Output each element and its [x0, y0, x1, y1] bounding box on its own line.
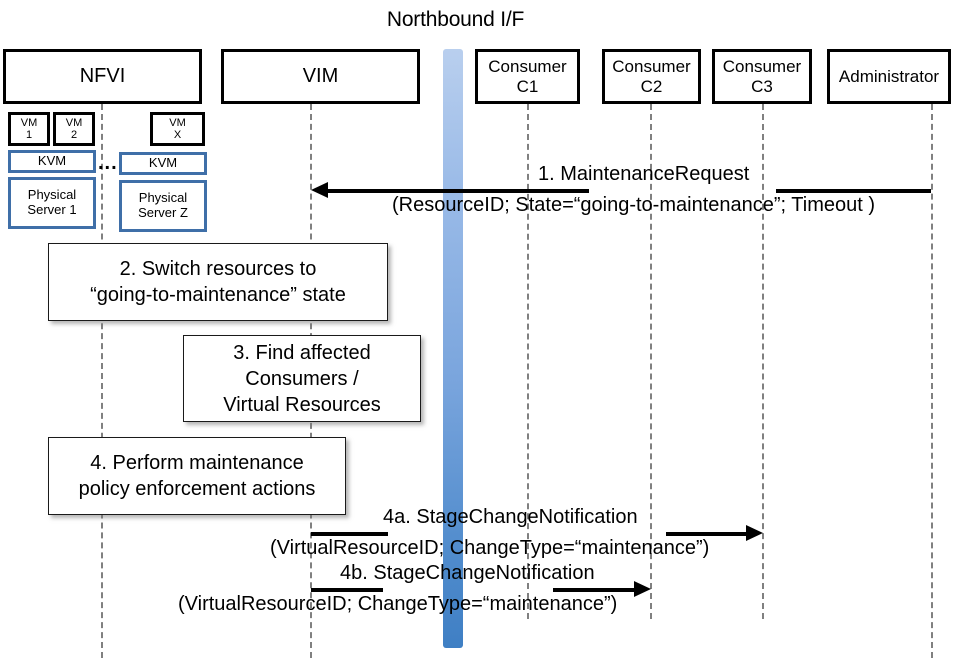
step-box-4[interactable]: 4. Perform maintenance policy enforcemen… [48, 437, 346, 515]
vm-box-2-label: VM 2 [65, 116, 83, 141]
msg1-label-text: 1. MaintenanceRequest [538, 163, 750, 185]
actor-box-nfvi[interactable]: NFVI [3, 49, 202, 104]
vm-box-2[interactable]: VM 2 [53, 112, 95, 146]
vm-box-x[interactable]: VM X [150, 112, 205, 146]
step-box-2[interactable]: 2. Switch resources to “going-to-mainten… [48, 243, 388, 321]
physical-server-box-1-label: Physical Server 1 [27, 187, 77, 217]
msg1-arrow-line-right-segment [776, 189, 931, 193]
msg1-label: 1. MaintenanceRequest [538, 163, 749, 185]
nfvi-ellipsis: ... [98, 153, 118, 173]
msg4a-arrowhead-icon [746, 525, 763, 541]
physical-server-box-z-label: Physical Server Z [138, 190, 188, 220]
page-title: Northbound I/F [0, 8, 965, 32]
lifeline-c1 [527, 104, 529, 619]
lifeline-admin [931, 104, 933, 658]
actor-label-vim: VIM [302, 65, 339, 88]
actor-box-administrator[interactable]: Administrator [827, 49, 951, 104]
msg1-arrow-line-left-segment [327, 189, 589, 193]
hypervisor-box-kvm-2[interactable]: KVM [119, 152, 207, 175]
msg4b-label: 4b. StageChangeNotification [340, 562, 595, 584]
actor-label-consumer-c3: Consumer C3 [722, 57, 802, 96]
step-box-3-label: 3. Find affected Consumers / Virtual Res… [223, 341, 381, 416]
msg4b-params: (VirtualResourceID; ChangeType=“maintena… [178, 593, 617, 615]
physical-server-box-1[interactable]: Physical Server 1 [8, 177, 96, 229]
vm-box-1-label: VM 1 [20, 116, 38, 141]
msg4a-label-text: 4a. StageChangeNotification [383, 506, 638, 528]
msg4a-arrow-line-left-segment [311, 532, 388, 536]
lifeline-c3 [762, 104, 764, 619]
hypervisor-box-kvm-2-label: KVM [148, 155, 178, 171]
msg4a-arrow-line-right-segment [666, 532, 747, 536]
msg1-arrowhead-icon [311, 182, 328, 198]
hypervisor-box-kvm-1[interactable]: KVM [8, 150, 96, 173]
step-box-2-label: 2. Switch resources to “going-to-mainten… [90, 258, 346, 306]
vm-box-1[interactable]: VM 1 [8, 112, 50, 146]
actor-label-nfvi: NFVI [79, 65, 126, 88]
lifeline-c2 [650, 104, 652, 619]
nfvi-ellipsis-text: ... [98, 152, 118, 174]
msg4b-arrowhead-icon [634, 581, 651, 597]
msg4b-arrow-line-left-segment [311, 588, 383, 592]
northbound-interface-bar [443, 49, 463, 648]
actor-box-consumer-c3[interactable]: Consumer C3 [712, 49, 812, 104]
msg4b-arrow-line-right-segment [553, 588, 635, 592]
msg4a-params-text: (VirtualResourceID; ChangeType=“maintena… [270, 537, 710, 559]
actor-box-vim[interactable]: VIM [221, 49, 420, 104]
msg4b-params-text: (VirtualResourceID; ChangeType=“maintena… [178, 593, 618, 615]
lifeline-nfvi [101, 104, 103, 658]
actor-label-consumer-c1: Consumer C1 [488, 57, 567, 96]
msg4a-label: 4a. StageChangeNotification [383, 506, 638, 528]
actor-label-consumer-c2: Consumer C2 [612, 57, 691, 96]
page-title-text: Northbound I/F [386, 8, 525, 31]
vm-box-x-label: VM X [169, 116, 186, 141]
msg4a-params: (VirtualResourceID; ChangeType=“maintena… [270, 537, 709, 559]
msg1-params: (ResourceID; State=“going-to-maintenance… [392, 194, 875, 216]
msg4b-label-text: 4b. StageChangeNotification [340, 562, 595, 584]
physical-server-box-z[interactable]: Physical Server Z [119, 180, 207, 232]
actor-box-consumer-c2[interactable]: Consumer C2 [602, 49, 701, 104]
msg1-params-text: (ResourceID; State=“going-to-maintenance… [392, 194, 875, 216]
actor-box-consumer-c1[interactable]: Consumer C1 [475, 49, 580, 104]
step-box-3[interactable]: 3. Find affected Consumers / Virtual Res… [183, 335, 421, 422]
actor-label-administrator: Administrator [838, 66, 940, 86]
step-box-4-label: 4. Perform maintenance policy enforcemen… [78, 452, 316, 500]
hypervisor-box-kvm-1-label: KVM [37, 153, 67, 169]
